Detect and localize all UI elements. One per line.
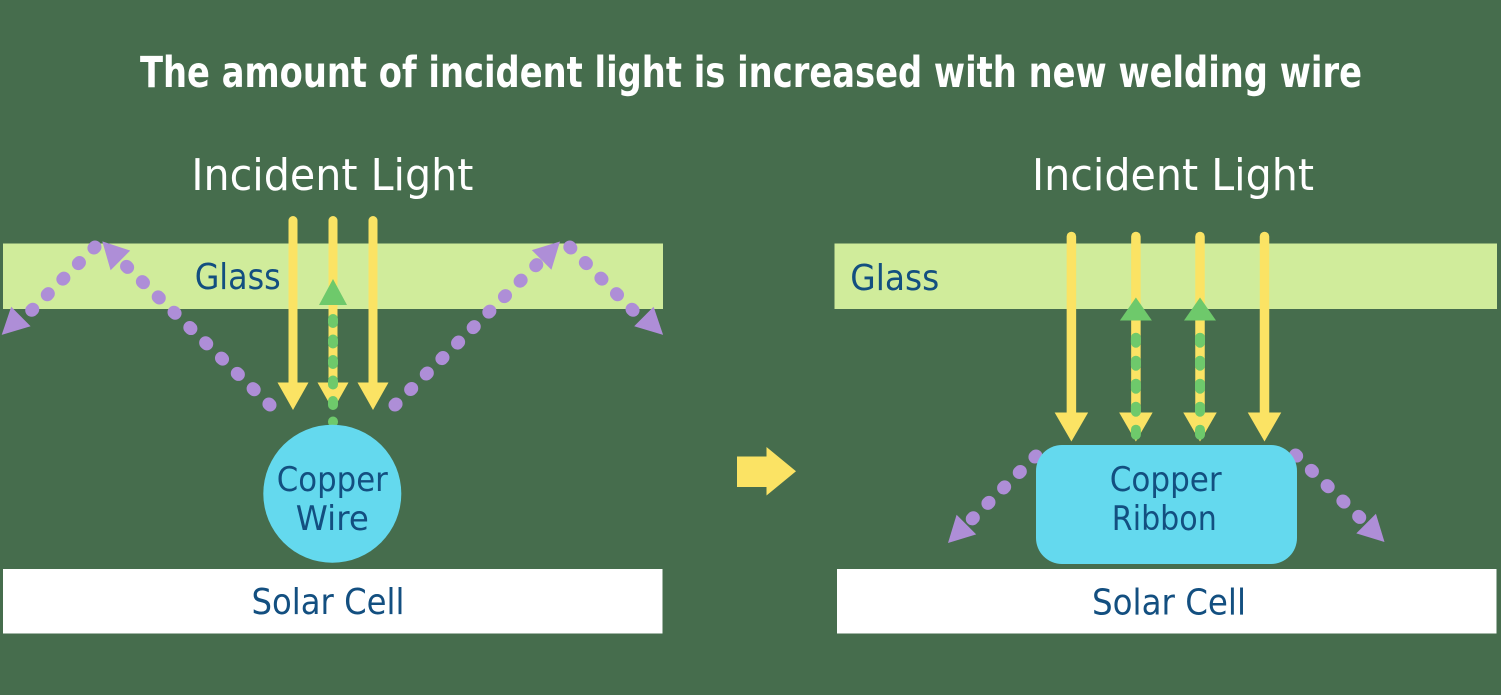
copper-ribbon-shape <box>1036 445 1297 564</box>
right-reflected-ray-2-arrowhead-icon <box>1184 297 1216 321</box>
transition-arrow-icon <box>737 447 796 496</box>
right-lost-ray-left-arrowhead-icon <box>948 514 977 543</box>
right-lost-ray-left-dashes <box>959 449 1043 532</box>
left-solar-cell-label: Solar Cell <box>252 582 405 623</box>
right-reflected-rays <box>1119 297 1216 445</box>
left-lost-ray-exit-right-arrowhead-icon <box>634 306 664 335</box>
left-lost-ray-exit-right-dashes <box>563 240 642 319</box>
left-solar-cell-bar <box>3 569 663 634</box>
right-incident-ray-1-arrowhead-icon <box>1054 412 1089 442</box>
left-lost-ray-exit-left-arrowhead-icon <box>1 306 31 335</box>
left-lost-ray-up-right-arrowhead-icon <box>531 241 560 270</box>
right-lost-ray-right-dashes <box>1289 448 1373 531</box>
left-lost-ray-up-left-arrowhead-icon <box>102 241 131 271</box>
left-lost-ray-exit-left-dashes <box>23 240 102 319</box>
right-lost-ray-right-arrowhead-icon <box>1356 513 1385 542</box>
right-solar-cell-bar <box>837 569 1497 634</box>
left-diagram: Incident Light Glass <box>1 150 664 634</box>
right-diagram: Incident Light Glass <box>834 150 1497 634</box>
left-incident-ray-1-arrowhead-icon <box>277 382 309 410</box>
left-lost-ray-up-right-dashes <box>388 253 549 412</box>
right-glass-bar <box>834 243 1497 309</box>
right-solar-cell-label: Solar Cell <box>1092 583 1246 624</box>
right-incident-ray-4-arrowhead-icon <box>1247 412 1282 442</box>
right-reflected-ray-1-arrowhead-icon <box>1119 297 1152 321</box>
left-incident-light-label: Incident Light <box>191 150 473 201</box>
left-incident-ray-3-arrowhead-icon <box>357 382 389 410</box>
left-reflected-ray <box>319 279 347 427</box>
right-lost-light-rays <box>948 448 1385 543</box>
left-reflected-ray-arrowhead-icon <box>319 279 347 305</box>
copper-wire-shape <box>263 424 402 563</box>
page-title: The amount of incident light is increase… <box>140 48 1362 98</box>
right-incident-light-label: Incident Light <box>1032 150 1314 201</box>
left-lost-ray-up-left-dashes <box>113 253 277 412</box>
left-lost-light-rays <box>1 240 664 412</box>
copper-wire-label-line2: Wire <box>296 499 369 539</box>
copper-ribbon-label-line2: Ribbon <box>1112 499 1217 539</box>
copper-wire-label-line1: Copper <box>277 460 388 500</box>
left-glass-label: Glass <box>195 257 281 298</box>
right-glass-label: Glass <box>850 258 939 299</box>
copper-ribbon-label-line1: Copper <box>1110 460 1222 500</box>
